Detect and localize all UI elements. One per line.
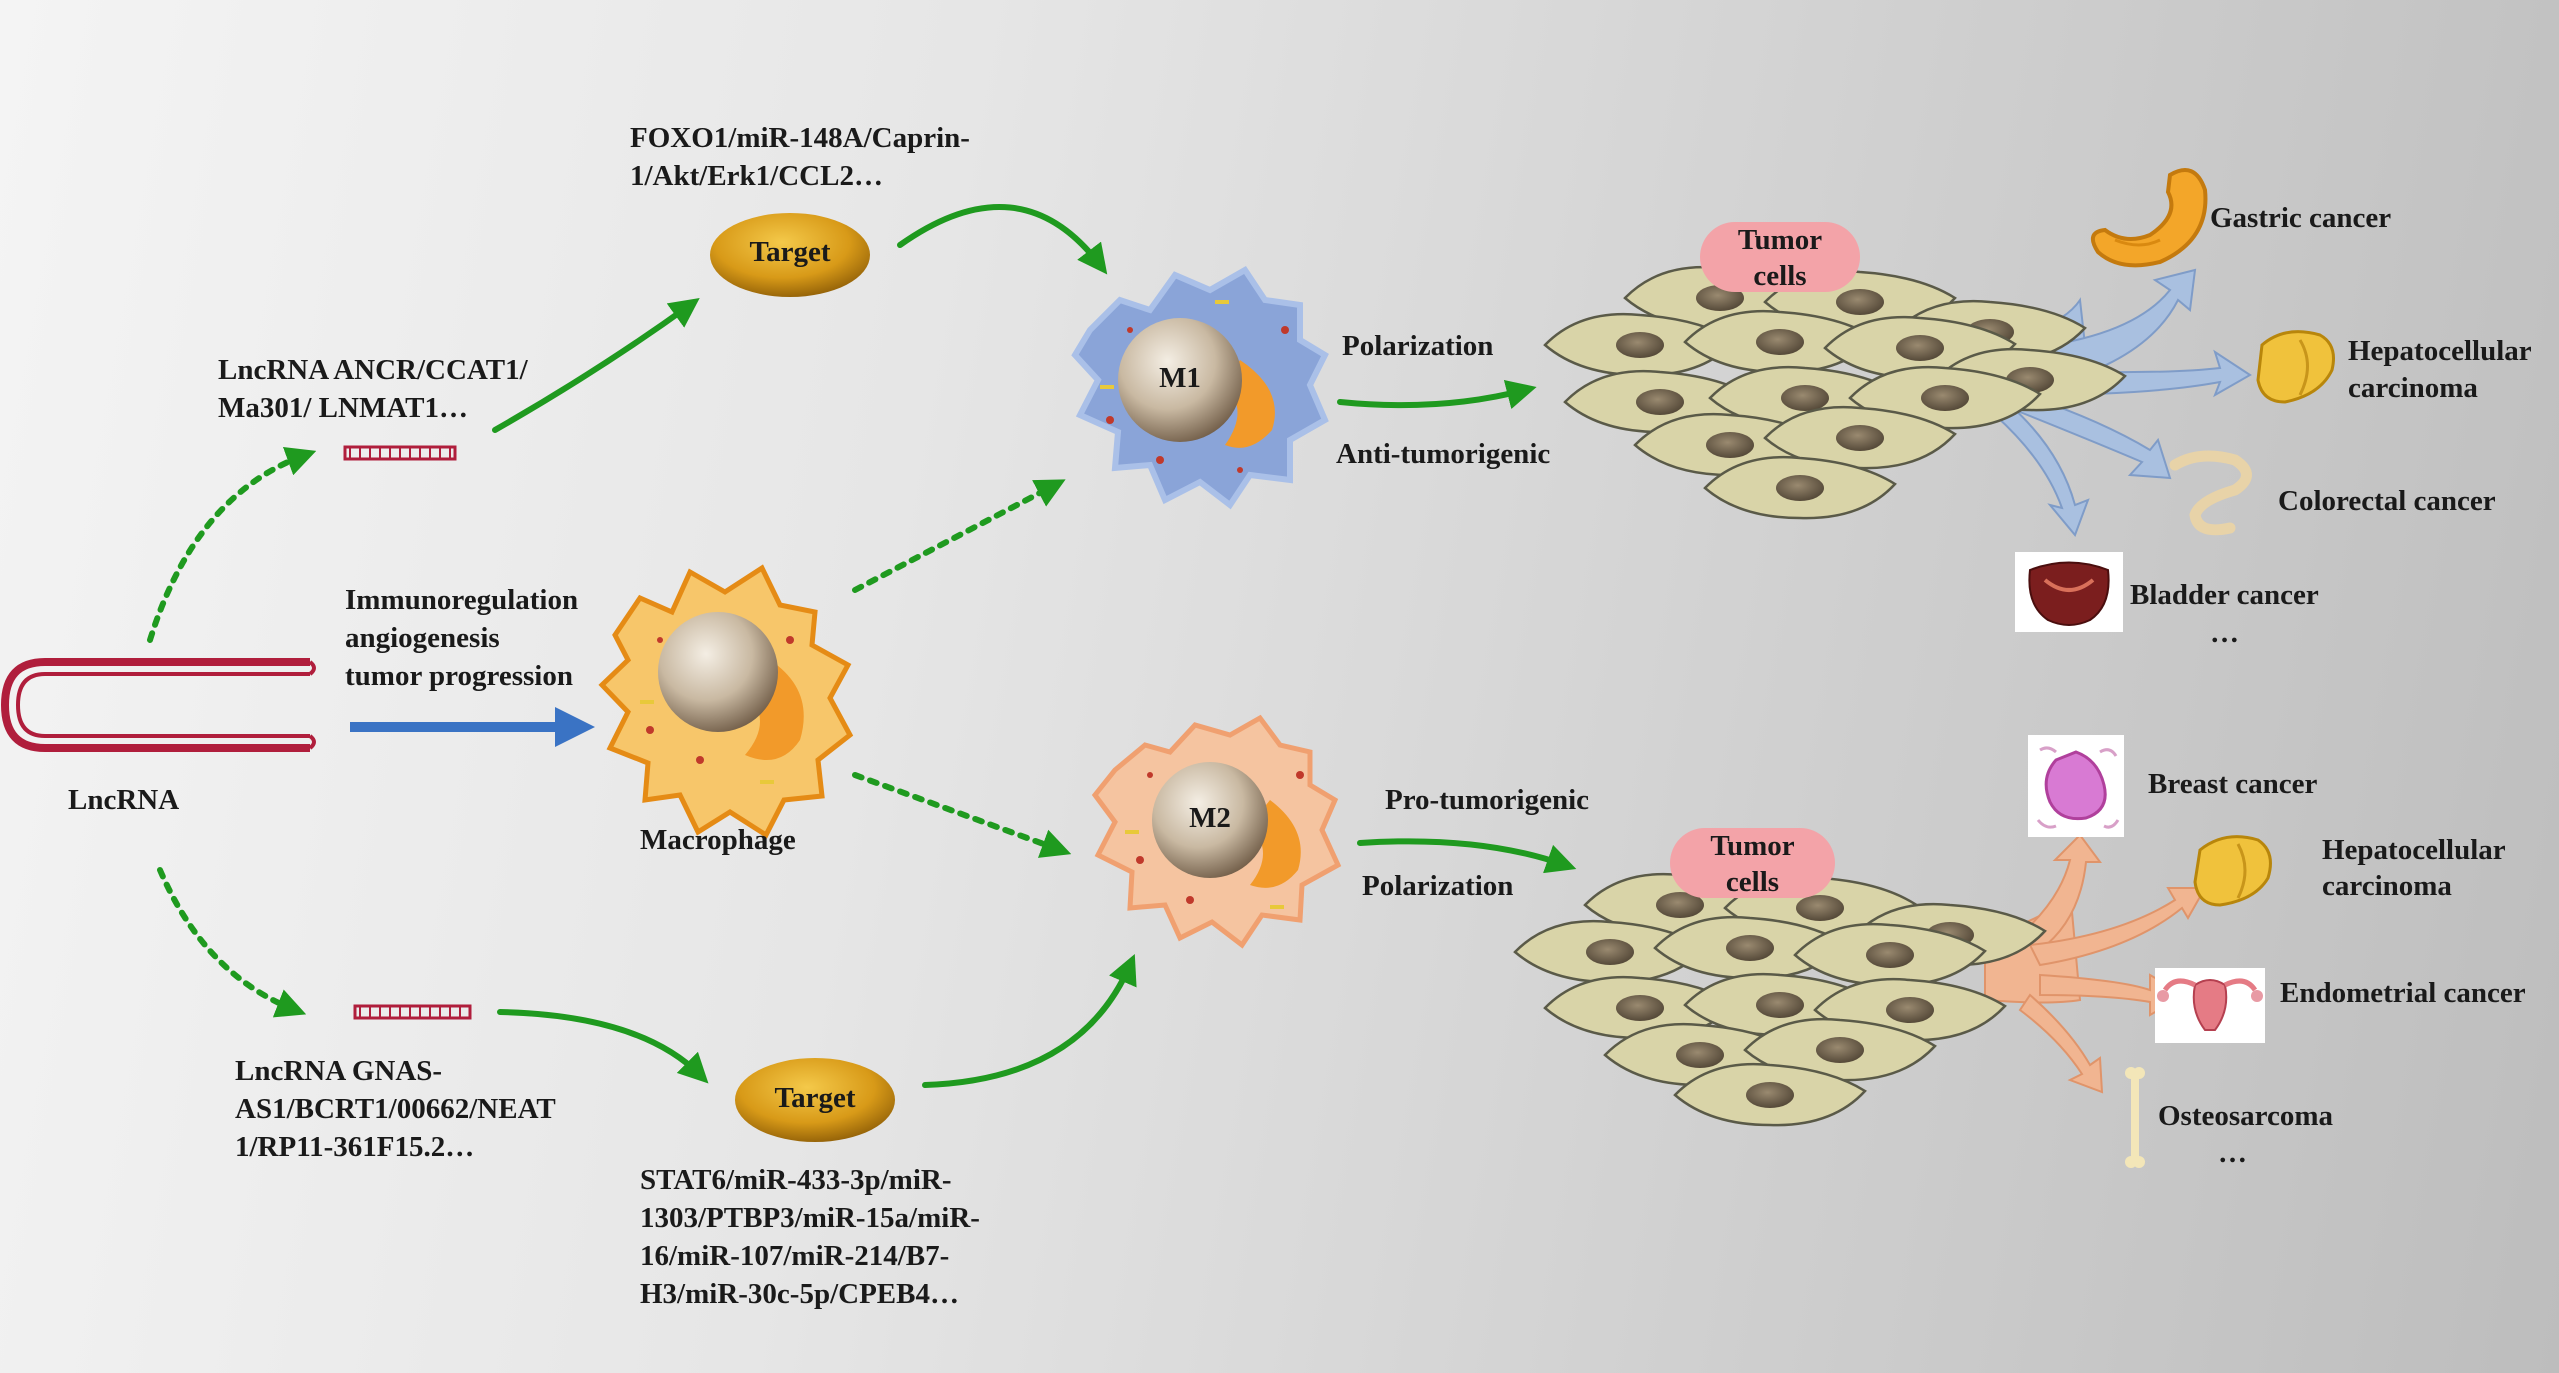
dotted-arrows xyxy=(147,447,1072,1018)
lower-lncrna-line-3: 1/RP11-361F15.2… xyxy=(235,1131,475,1163)
bone-icon xyxy=(2125,1067,2145,1168)
m1-macrophage-cell xyxy=(1071,266,1329,510)
lower-targets-line-4: H3/miR-30c-5p/CPEB4… xyxy=(640,1278,959,1310)
function-label-1: Immunoregulation xyxy=(345,584,579,616)
tumor-badge-top xyxy=(1700,222,1860,292)
liver-icon xyxy=(2193,835,2272,907)
function-label-2: angiogenesis xyxy=(345,622,500,654)
lower-lncrna-line-2: AS1/BCRT1/00662/NEAT xyxy=(235,1093,556,1125)
m2-effect-label: Pro-tumorigenic xyxy=(1385,784,1590,816)
uterus-icon xyxy=(2155,968,2265,1043)
stomach-icon xyxy=(2090,168,2208,268)
endometrial-cancer-label: Endometrial cancer xyxy=(2280,977,2526,1009)
tumor-cell-cluster-bottom xyxy=(1513,872,2047,1127)
function-label-3: tumor progression xyxy=(345,660,573,692)
macrophage-label: Macrophage xyxy=(640,824,796,856)
lower-targets-line-2: 1303/PTBP3/miR-15a/miR- xyxy=(640,1202,980,1234)
upper-lncrna-line-1: LncRNA ANCR/CCAT1/ xyxy=(218,354,528,386)
m2-macrophage-cell xyxy=(1091,714,1342,949)
upper-lncrna-line-2: Ma301/ LNMAT1… xyxy=(218,392,468,424)
target-top-ellipse xyxy=(710,213,870,297)
hcc-bottom-line-1: Hepatocellular xyxy=(2322,834,2506,866)
bladder-cancer-label: Bladder cancer xyxy=(2130,579,2319,611)
tumor-badge-bottom xyxy=(1670,828,1835,898)
target-bottom-label: Target xyxy=(774,1082,856,1114)
m2-more-label: … xyxy=(2218,1137,2247,1169)
target-top-label: Target xyxy=(749,236,831,268)
rna-hairpin-icon xyxy=(0,658,316,752)
upper-targets-line-2: 1/Akt/Erk1/CCL2… xyxy=(630,160,883,192)
rna-fragment-icon xyxy=(353,1004,472,1020)
osteosarcoma-label: Osteosarcoma xyxy=(2158,1100,2334,1132)
m1-label: M1 xyxy=(1159,362,1201,394)
m2-outcome-burst xyxy=(1984,833,2207,1094)
intestine-icon xyxy=(2169,450,2252,536)
hcc-top-line-1: Hepatocellular xyxy=(2348,335,2532,367)
target-bottom-ellipse xyxy=(735,1058,895,1142)
bladder-icon xyxy=(2015,552,2123,632)
liver-icon xyxy=(2256,330,2335,404)
m1-polarization-label: Polarization xyxy=(1342,330,1494,362)
m1-effect-label: Anti-tumorigenic xyxy=(1336,438,1551,470)
upper-targets-line-1: FOXO1/miR-148A/Caprin- xyxy=(630,122,970,154)
macrophage-cell xyxy=(598,564,854,839)
lower-targets-line-3: 16/miR-107/miR-214/B7- xyxy=(640,1240,950,1272)
m1-more-label: … xyxy=(2210,617,2239,649)
rna-fragment-icon xyxy=(343,445,457,461)
hcc-bottom-line-2: carcinoma xyxy=(2322,870,2452,902)
lncrna-label: LncRNA xyxy=(68,784,180,816)
tumor-bottom-line-2: cells xyxy=(1725,866,1780,898)
tumor-cell-cluster-top xyxy=(1543,265,2127,520)
solid-arrows xyxy=(492,203,1577,1088)
breast-tissue-icon xyxy=(2028,735,2124,837)
tumor-top-line-2: cells xyxy=(1753,260,1807,292)
m2-label: M2 xyxy=(1189,802,1231,834)
gastric-cancer-label: Gastric cancer xyxy=(2210,202,2392,234)
hcc-top-line-2: carcinoma xyxy=(2348,372,2478,404)
lower-lncrna-line-1: LncRNA GNAS- xyxy=(235,1055,443,1087)
breast-cancer-label: Breast cancer xyxy=(2148,768,2318,800)
m2-polarization-label: Polarization xyxy=(1362,870,1514,902)
colorectal-cancer-label: Colorectal cancer xyxy=(2278,485,2496,517)
tumor-bottom-line-1: Tumor xyxy=(1710,830,1795,862)
lower-targets-line-1: STAT6/miR-433-3p/miR- xyxy=(640,1164,952,1196)
tumor-top-line-1: Tumor xyxy=(1737,224,1823,256)
